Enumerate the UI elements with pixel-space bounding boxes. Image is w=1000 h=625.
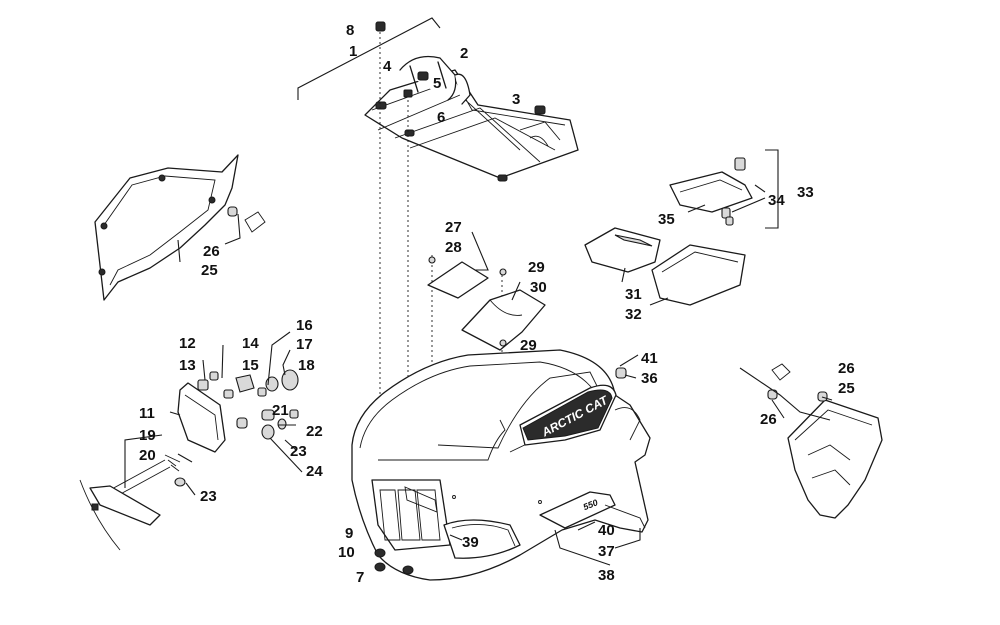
callout-27: 27: [445, 219, 462, 236]
callout-20: 20: [139, 447, 156, 464]
callout-23-upper: 23: [290, 443, 307, 460]
callout-30: 30: [530, 279, 547, 296]
callout-35: 35: [658, 211, 675, 228]
callout-6: 6: [437, 109, 445, 126]
left-side-panel: [94, 154, 266, 301]
callout-36: 36: [641, 370, 658, 387]
right-side-panel: [739, 363, 883, 519]
callout-26-right-upper: 26: [838, 360, 855, 377]
callout-25-right: 25: [838, 380, 855, 397]
callout-32: 32: [625, 306, 642, 323]
callout-37: 37: [598, 543, 615, 560]
callout-29-lower: 29: [520, 337, 537, 354]
front-rack: [297, 17, 579, 182]
callout-34: 34: [768, 192, 785, 209]
callout-19: 19: [139, 427, 156, 444]
callout-41: 41: [641, 350, 658, 367]
callout-11: 11: [139, 405, 155, 422]
callout-31: 31: [625, 286, 642, 303]
callout-39: 39: [462, 534, 479, 551]
callout-3: 3: [512, 91, 520, 108]
callout-22: 22: [306, 423, 323, 440]
callout-26-right-lower: 26: [760, 411, 777, 428]
callout-33: 33: [797, 184, 814, 201]
callout-5: 5: [433, 75, 441, 92]
callout-2: 2: [460, 45, 468, 62]
callout-40: 40: [598, 522, 615, 539]
callout-38: 38: [598, 567, 615, 584]
callout-26-left: 26: [203, 243, 220, 260]
front-fender: ARCTIC CAT 550: [351, 349, 651, 581]
callout-24: 24: [306, 463, 323, 480]
callout-17: 17: [296, 336, 313, 353]
callout-25-left: 25: [201, 262, 218, 279]
callout-7: 7: [356, 569, 364, 586]
callout-12: 12: [179, 335, 196, 352]
callout-18: 18: [298, 357, 315, 374]
callout-29-upper: 29: [528, 259, 545, 276]
callout-8: 8: [346, 22, 354, 39]
callout-21: 21: [272, 402, 289, 419]
storage-bins: [584, 149, 779, 306]
access-covers: [427, 231, 546, 351]
callout-labels: 8 1 2 4 5 3 6 26 25 27 28 29 30 29 33 34…: [139, 22, 855, 586]
callout-23-lower: 23: [200, 488, 217, 505]
callout-13: 13: [179, 357, 196, 374]
headlight-assembly: [79, 331, 303, 551]
callout-16: 16: [296, 317, 313, 334]
callout-10: 10: [338, 544, 355, 561]
callout-4: 4: [383, 58, 392, 75]
callout-14: 14: [242, 335, 259, 352]
callout-1: 1: [349, 43, 357, 60]
callout-9: 9: [345, 525, 353, 542]
callout-28: 28: [445, 239, 462, 256]
callout-15: 15: [242, 357, 259, 374]
